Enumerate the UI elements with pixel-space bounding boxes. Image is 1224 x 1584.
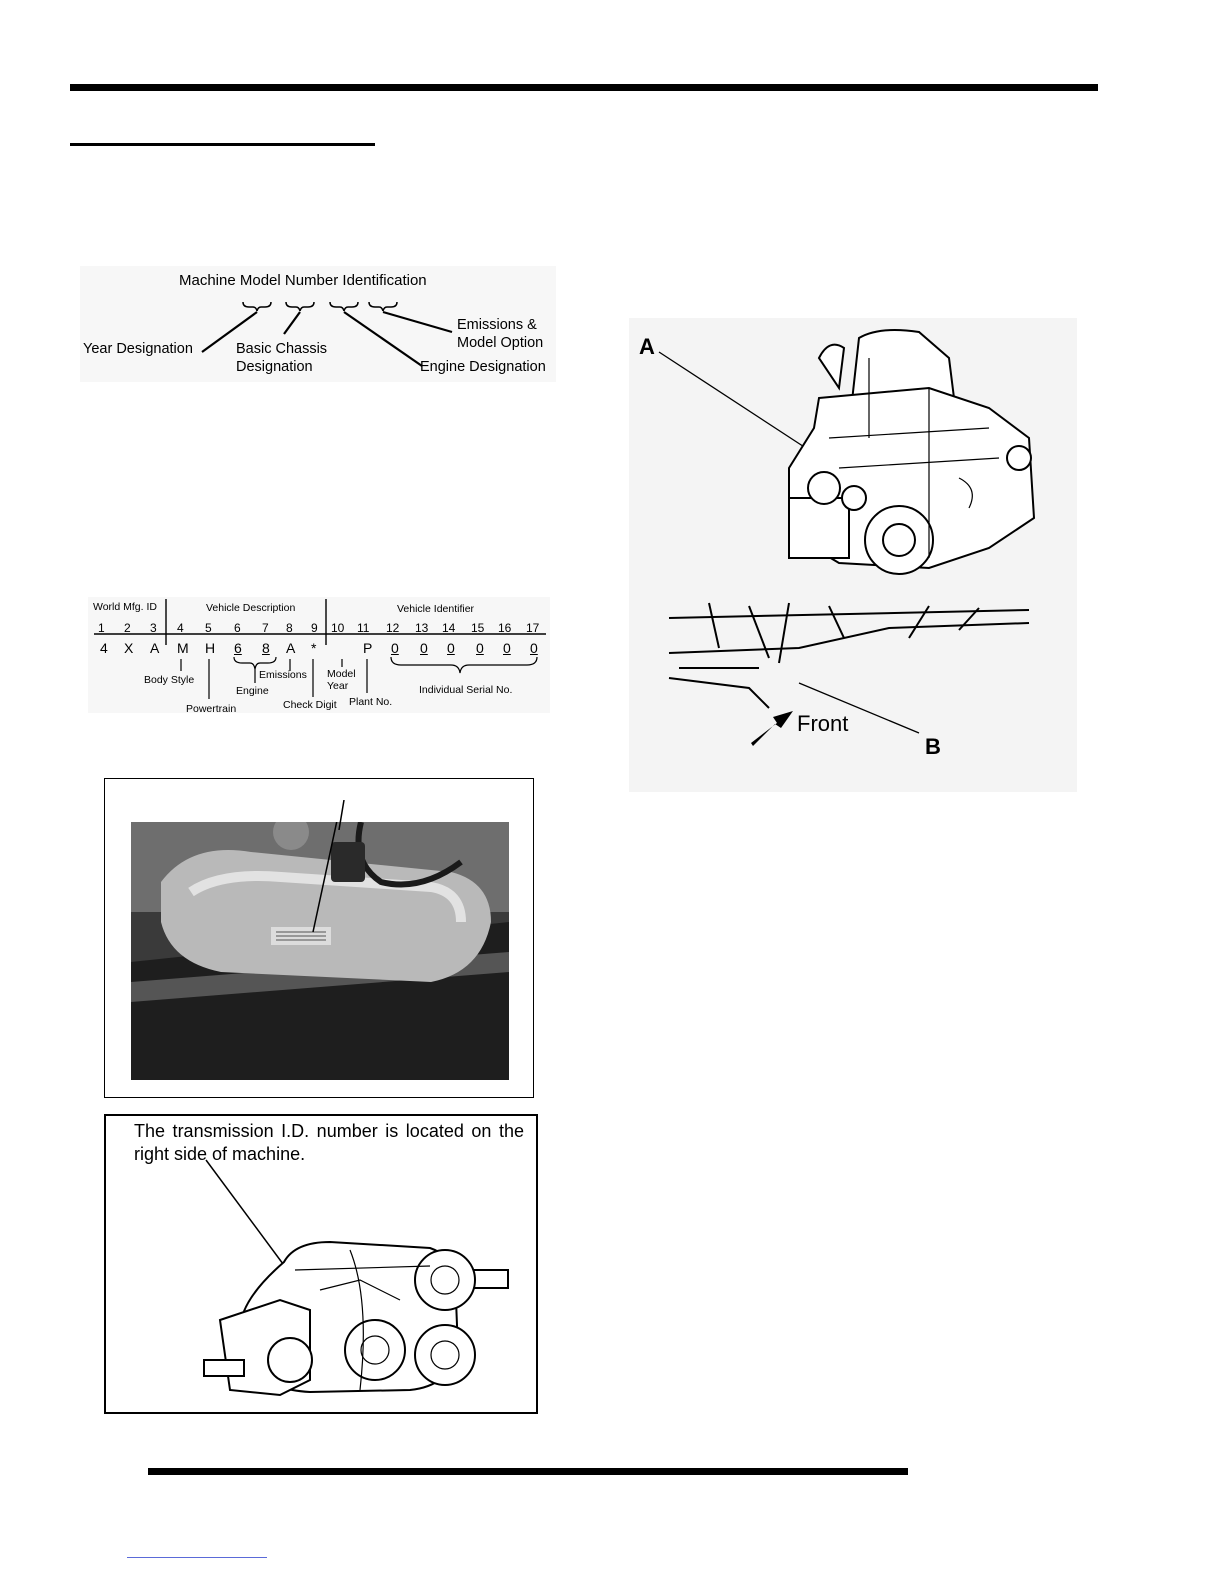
vin-char-8: A xyxy=(286,640,296,656)
front-label: Front xyxy=(797,711,849,736)
vin-dividers xyxy=(94,599,546,645)
vin-pos-6: 6 xyxy=(234,621,241,635)
transmission-illustration xyxy=(203,1159,509,1397)
vin-pos-11: 11 xyxy=(357,621,370,635)
transmission-id-note: The transmission I.D. number is located … xyxy=(134,1121,524,1164)
engine-photo-pointer xyxy=(338,800,345,830)
vin-pos-9: 9 xyxy=(311,621,318,635)
vin-char-9: * xyxy=(311,640,317,656)
vin-char-5: H xyxy=(205,640,216,656)
vin-pos-5: 5 xyxy=(205,621,212,635)
section-title-underline xyxy=(70,143,375,146)
header-rule xyxy=(70,84,1098,91)
vin-pos-13: 13 xyxy=(415,621,429,635)
emissions-model-label: Emissions & Model Option xyxy=(457,317,544,351)
vin-char-15: 0 xyxy=(476,640,484,656)
footer-rule xyxy=(148,1468,908,1475)
vin-char-1: 4 xyxy=(100,640,108,656)
vin-pos-16: 16 xyxy=(498,621,512,635)
vin-model-year: Model Year xyxy=(327,668,356,692)
vin-char-17: 0 xyxy=(530,640,538,656)
vin-pos-14: 14 xyxy=(442,621,456,635)
year-designation-label: Year Designation xyxy=(83,341,193,357)
model-id-brackets xyxy=(201,301,453,367)
vin-pos-12: 12 xyxy=(386,621,400,635)
vin-pos-15: 15 xyxy=(471,621,485,635)
vin-char-12: 0 xyxy=(391,640,399,656)
vin-engine: Engine xyxy=(236,685,269,697)
vin-pos-8: 8 xyxy=(286,621,293,635)
vin-powertrain: Powertrain xyxy=(186,703,237,715)
vin-pos-10: 10 xyxy=(331,621,345,635)
vin-header-identifier: Vehicle Identifier xyxy=(397,603,475,615)
vin-diagram xyxy=(88,597,550,713)
label-a: A xyxy=(639,334,655,359)
vin-char-3: A xyxy=(150,640,160,656)
vin-callout-lines xyxy=(180,656,538,699)
vin-char-2: X xyxy=(124,640,134,656)
vin-pos-1: 1 xyxy=(98,621,105,635)
vin-body-style: Body Style xyxy=(144,674,195,686)
vin-char-7: 8 xyxy=(262,640,270,656)
vin-char-4: M xyxy=(177,640,189,656)
vin-char-16: 0 xyxy=(503,640,511,656)
engine-photo xyxy=(131,822,509,1080)
vin-emissions: Emissions xyxy=(259,669,307,681)
vin-pos-17: 17 xyxy=(526,621,540,635)
vin-pos-7: 7 xyxy=(262,621,269,635)
vin-plant-no: Plant No. xyxy=(349,696,393,708)
vin-char-13: 0 xyxy=(420,640,428,656)
vin-serial-no: Individual Serial No. xyxy=(419,684,513,696)
vin-header-description: Vehicle Description xyxy=(206,602,296,614)
vin-pos-3: 3 xyxy=(150,621,157,635)
vin-header-wmi: World Mfg. ID xyxy=(93,601,157,613)
vin-char-11: P xyxy=(363,640,373,656)
label-b: B xyxy=(925,734,941,759)
vin-char-6: 6 xyxy=(234,640,242,656)
vin-pos-4: 4 xyxy=(177,621,184,635)
engine-illustration xyxy=(658,329,1036,746)
vin-char-14: 0 xyxy=(447,640,455,656)
basic-chassis-label: Basic Chassis Designation xyxy=(236,341,328,375)
footer-link-underline[interactable] xyxy=(127,1557,267,1558)
vin-pos-2: 2 xyxy=(124,621,131,635)
vin-check-digit: Check Digit xyxy=(283,699,337,711)
model-id-title: Machine Model Number Identification xyxy=(179,272,427,289)
model-number-diagram xyxy=(80,266,556,382)
engine-designation-label: Engine Designation xyxy=(420,359,546,375)
